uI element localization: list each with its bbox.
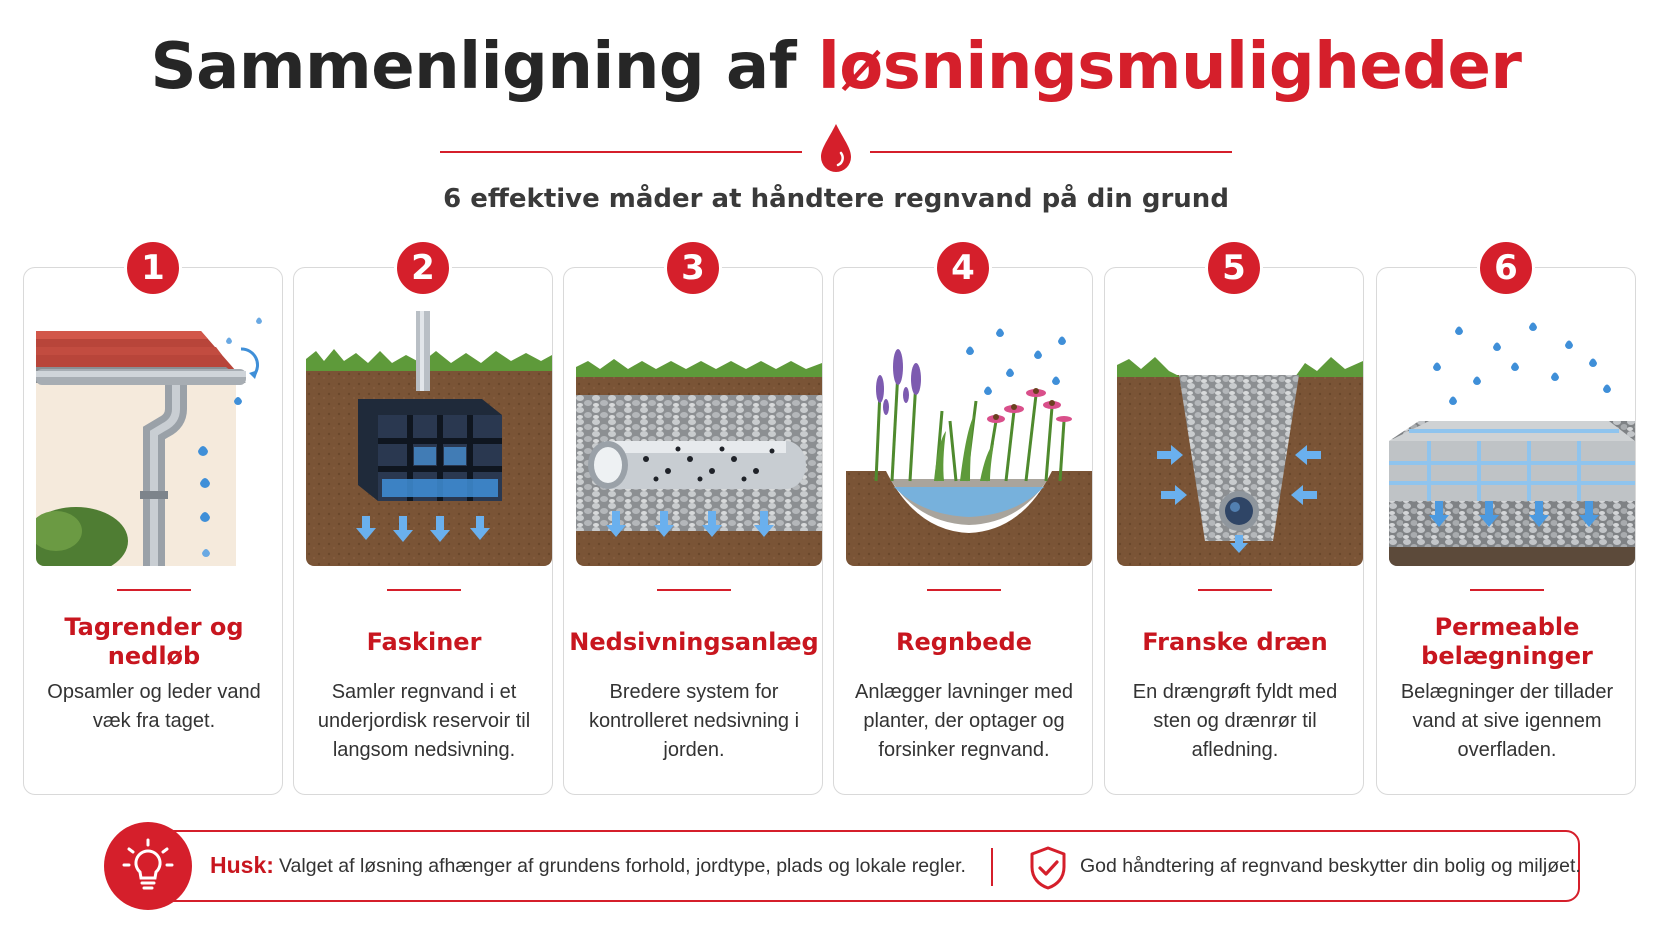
step-number-badge: 3: [664, 239, 722, 297]
title-divider-left: [440, 151, 802, 153]
solution-card-permeable-paving: Permeable belægninger Belægninger der ti…: [1376, 267, 1636, 795]
card-title: Nedsivningsanlæg: [569, 627, 819, 656]
card-description: Samler regnvand i et underjordisk reserv…: [317, 681, 531, 761]
card-accent-line: [117, 589, 191, 591]
french-drain-illustration: [1117, 311, 1363, 566]
footer-separator: [991, 848, 993, 886]
card-description: Bredere system for kontrolleret nedsivni…: [588, 681, 800, 761]
footer-label: Husk:: [210, 852, 274, 878]
permeable-paving-illustration: [1389, 311, 1635, 566]
card-accent-line: [657, 589, 731, 591]
step-number-badge: 4: [934, 239, 992, 297]
card-accent-line: [387, 589, 461, 591]
step-number-badge: 6: [1477, 239, 1535, 297]
card-description: Belægninger der tillader vand at sive ig…: [1400, 681, 1614, 761]
rain-garden-illustration: [846, 311, 1092, 566]
lightbulb-icon: [104, 822, 192, 910]
solution-card-infiltration: Nedsivningsanlæg Bredere system for kont…: [563, 267, 823, 795]
card-accent-line: [1198, 589, 1272, 591]
card-description: En drængrøft fyldt med sten og drænrør t…: [1132, 681, 1338, 761]
card-accent-line: [1470, 589, 1544, 591]
card-description: Anlægger lavninger med planter, der opta…: [855, 681, 1073, 761]
card-title: Regnbede: [896, 627, 1032, 656]
card-title: Permeable belægninger: [1421, 613, 1593, 670]
card-title: Faskiner: [366, 627, 482, 656]
gutter-downpipe-illustration: [36, 311, 282, 566]
title-part-dark: Sammenligning af: [150, 30, 797, 104]
water-drop-icon: [821, 124, 851, 172]
title-divider-right: [870, 151, 1232, 153]
card-title: Franske dræn: [1142, 627, 1328, 656]
step-number-badge: 1: [124, 239, 182, 297]
footer-reminder-box: [160, 830, 1580, 902]
solution-card-gutters: Tagrender og nedløb Opsamler og leder va…: [23, 267, 283, 795]
solution-card-rain-garden: Regnbede Anlægger lavninger med planter,…: [833, 267, 1093, 795]
footer-right-text: God håndtering af regnvand beskytter din…: [1080, 855, 1581, 877]
solution-card-soakaway: Faskiner Samler regnvand i et underjordi…: [293, 267, 553, 795]
page-subtitle: 6 effektive måder at håndtere regnvand p…: [443, 184, 1229, 214]
card-accent-line: [927, 589, 1001, 591]
step-number-badge: 2: [394, 239, 452, 297]
infiltration-pipe-illustration: [576, 311, 822, 566]
page-title: Sammenligning af løsningsmuligheder: [0, 30, 1672, 104]
card-title: Tagrender og nedløb: [64, 613, 244, 670]
soakaway-crate-illustration: [306, 311, 552, 566]
step-number-badge: 5: [1205, 239, 1263, 297]
shield-check-icon: [1030, 846, 1066, 890]
footer-text: Valget af løsning afhænger af grundens f…: [279, 855, 966, 877]
solution-card-french-drain: Franske dræn En drængrøft fyldt med sten…: [1104, 267, 1364, 795]
card-description: Opsamler og leder vand væk fra taget.: [47, 681, 261, 732]
title-part-red: løsningsmuligheder: [817, 30, 1522, 104]
